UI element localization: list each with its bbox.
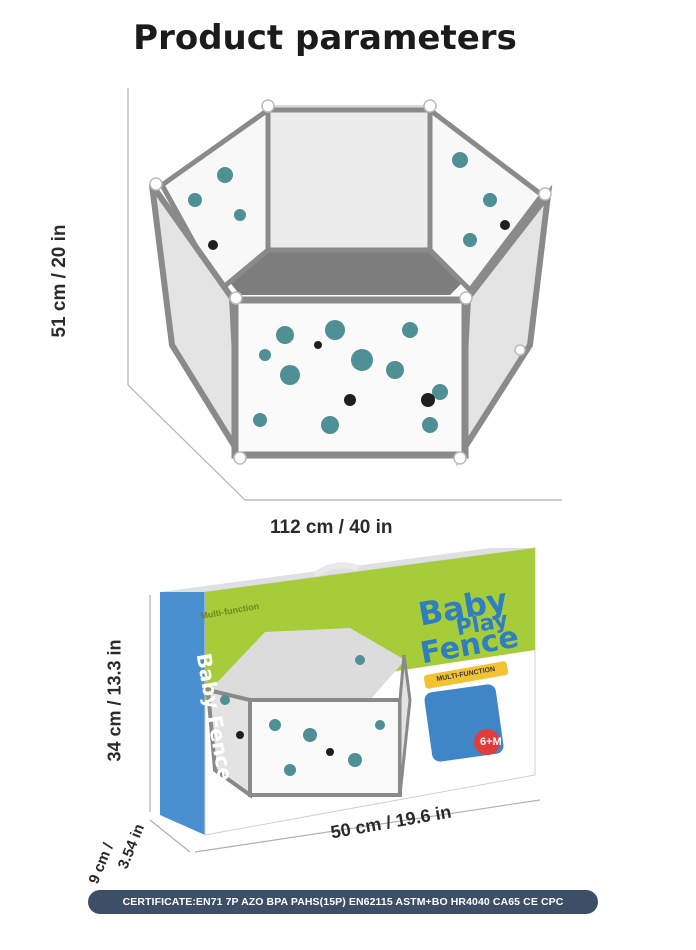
box-image xyxy=(149,547,541,853)
playpen-width-label: 112 cm / 40 in xyxy=(270,517,393,538)
age-badge: 6+M xyxy=(480,736,502,748)
dimension-lines-top xyxy=(127,88,562,501)
box-height-label: 34 cm / 13.3 in xyxy=(104,639,125,762)
playpen-image xyxy=(149,99,553,467)
playpen-height-label: 51 cm / 20 in xyxy=(49,224,70,338)
page-title: Product parameters xyxy=(133,18,517,58)
certificate-bar: CERTIFICATE:EN71 7P AZO BPA PAHS(15P) EN… xyxy=(88,890,598,914)
